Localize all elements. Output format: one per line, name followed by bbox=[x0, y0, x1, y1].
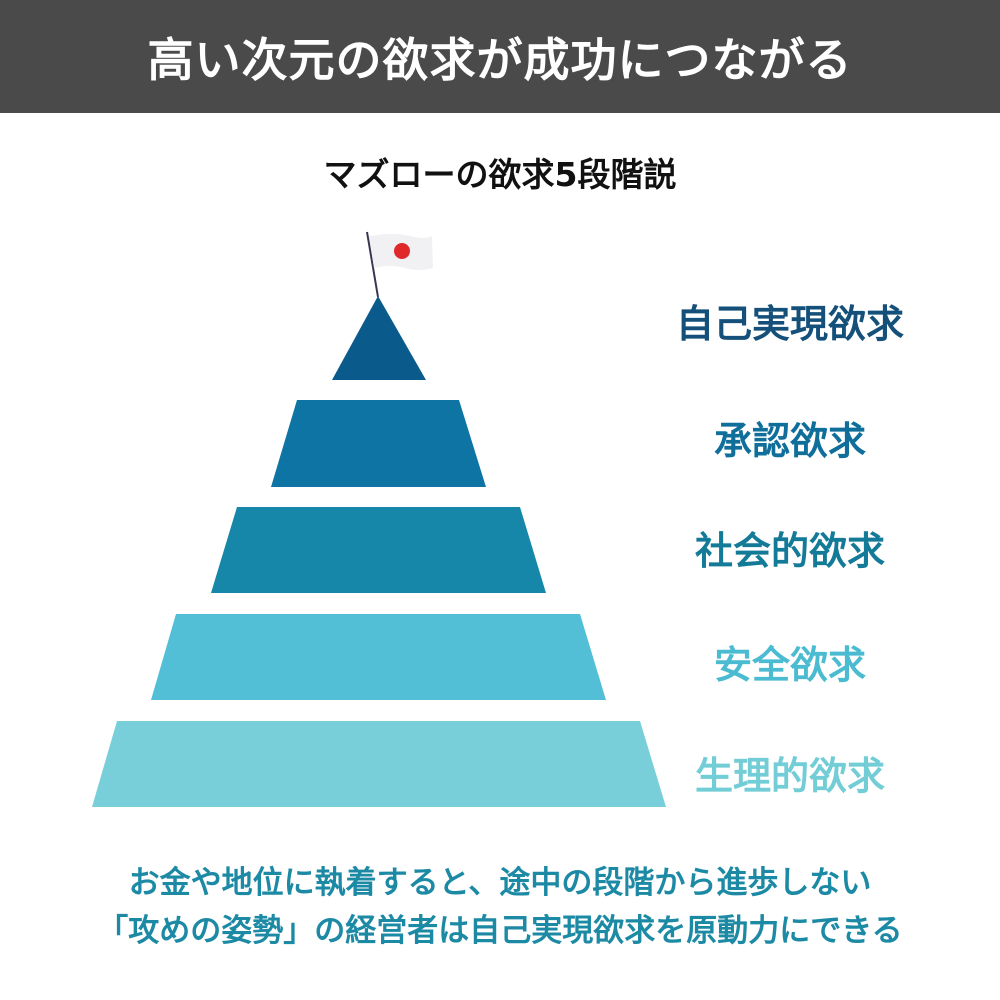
pyramid-tier-physiological bbox=[92, 721, 666, 807]
footer-line-1: お金や地位に執着すると、途中の段階から進歩しない bbox=[128, 865, 872, 901]
diagram-subtitle: マズローの欲求5段階説 bbox=[323, 155, 677, 194]
level-label-social: 社会的欲求 bbox=[694, 529, 885, 573]
level-label-esteem: 承認欲求 bbox=[713, 419, 866, 463]
footer-line-2: 「攻めの姿勢」の経営者は自己実現欲求を原動力にできる bbox=[97, 913, 903, 949]
pyramid-tier-esteem bbox=[271, 400, 486, 487]
level-label-self-actualization: 自己実現欲求 bbox=[675, 302, 904, 346]
japan-flag-icon bbox=[366, 231, 433, 298]
level-label-physiological: 生理的欲求 bbox=[694, 754, 885, 798]
page-title: 高い次元の欲求が成功につながる bbox=[147, 32, 853, 87]
pyramid-tier-social bbox=[211, 507, 546, 593]
header-bar: 高い次元の欲求が成功につながる bbox=[0, 0, 1000, 113]
pyramid-tier-safety bbox=[151, 614, 606, 700]
pyramid-tier-self-actualization bbox=[332, 296, 426, 380]
level-label-safety: 安全欲求 bbox=[713, 643, 866, 687]
